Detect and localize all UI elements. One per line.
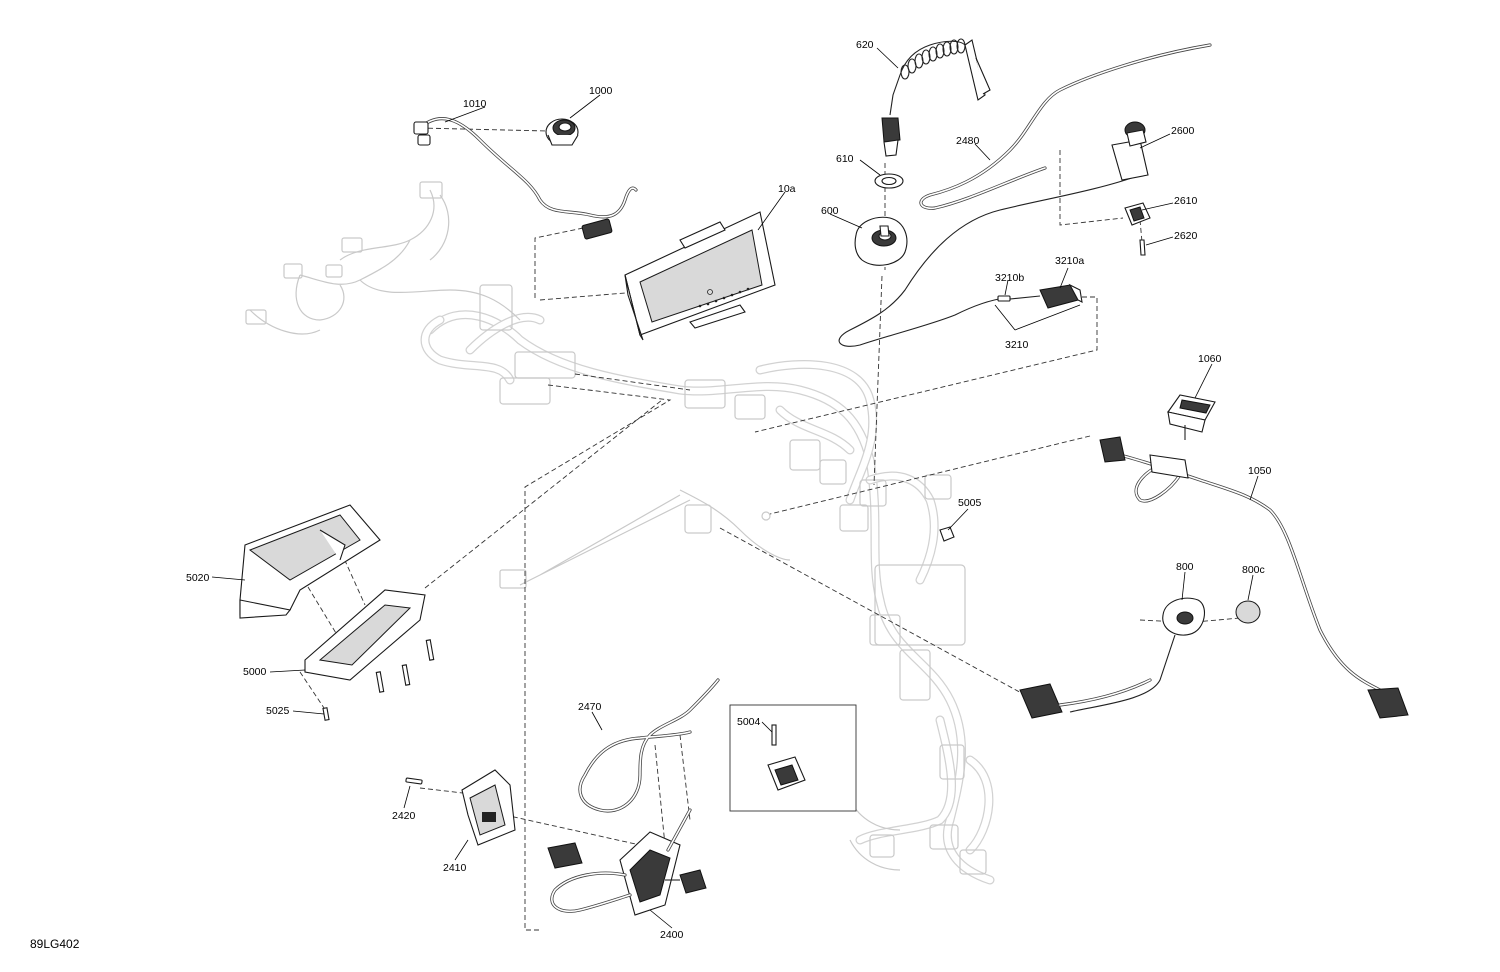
- callout-5000: 5000: [243, 666, 267, 678]
- part-800c-cap: [1235, 600, 1261, 624]
- callout-2410: 2410: [443, 862, 467, 874]
- part-1060-switch: [1167, 394, 1216, 440]
- leader-lines: [211, 47, 1259, 929]
- part-5005-nut: [939, 526, 955, 542]
- callout-3210: 3210: [1005, 339, 1029, 351]
- callout-10a: 10a: [778, 183, 796, 195]
- callout-2400: 2400: [660, 929, 684, 941]
- part-2600-switch: [1111, 121, 1149, 181]
- part-1050-harness: [1099, 436, 1409, 719]
- callout-1060: 1060: [1198, 353, 1222, 365]
- callout-2620: 2620: [1174, 230, 1198, 242]
- callout-2480: 2480: [956, 135, 980, 147]
- part-5020-cover: [239, 504, 381, 619]
- callout-2600: 2600: [1171, 125, 1195, 137]
- part-1010-sub-harness: [413, 117, 638, 240]
- part-2480-cable: [919, 43, 1212, 210]
- callout-2610: 2610: [1174, 195, 1198, 207]
- part-800-outlet: [1069, 597, 1205, 713]
- callout-2420: 2420: [392, 810, 416, 822]
- callout-620: 620: [856, 39, 874, 51]
- callout-labels: 620 1000 1010 10a 610 600 2480 2600 2610…: [30, 39, 1272, 951]
- callout-1000: 1000: [589, 85, 613, 97]
- assembly-dashed-lines: [299, 127, 1241, 931]
- callout-5004: 5004: [737, 716, 761, 728]
- callout-610: 610: [836, 153, 854, 165]
- part-620-coiled-lanyard: [881, 38, 991, 157]
- part-3210-thin-cable: [838, 174, 1141, 347]
- part-2620-screw: [1139, 239, 1146, 256]
- part-2410-bracket: [461, 769, 516, 846]
- part-2610-clip: [1124, 202, 1151, 226]
- callout-600: 600: [821, 205, 839, 217]
- callout-1050: 1050: [1248, 465, 1272, 477]
- callout-3210a: 3210a: [1055, 255, 1084, 267]
- part-5004-inset: [729, 704, 857, 812]
- figure-reference-id: 89LG402: [30, 937, 80, 951]
- part-2420-screw: [405, 777, 423, 785]
- part-2470-cable: [578, 678, 720, 813]
- part-1000-power-socket: [545, 118, 579, 146]
- callout-5020: 5020: [186, 572, 210, 584]
- cluster-indicator-dots: [698, 287, 750, 308]
- coil: [900, 38, 966, 80]
- part-600-dess-post: [854, 216, 908, 266]
- part-2400-handlebar-switch: [547, 808, 707, 916]
- callout-3210b: 3210b: [995, 272, 1024, 284]
- callout-2470: 2470: [578, 701, 602, 713]
- callout-5025: 5025: [266, 705, 290, 717]
- callout-5005: 5005: [958, 497, 982, 509]
- part-610-ring-nut: [874, 173, 904, 189]
- part-5025-screw: [322, 707, 330, 721]
- callout-800c: 800c: [1242, 564, 1265, 576]
- outlet-harness-connector: [1019, 678, 1152, 719]
- part-5000-bracket: [304, 589, 435, 693]
- part-10a-gauge-cluster: [624, 211, 776, 341]
- main-wiring-harness-ghost: [245, 181, 995, 885]
- callout-1010: 1010: [463, 98, 487, 110]
- part-3210a-connector: [1039, 283, 1083, 309]
- callout-800: 800: [1176, 561, 1194, 573]
